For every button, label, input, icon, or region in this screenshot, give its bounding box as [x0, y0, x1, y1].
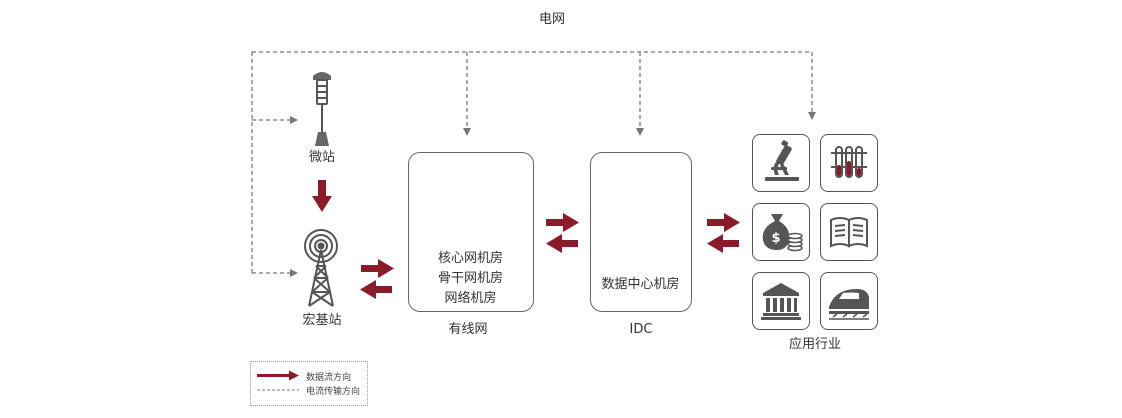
macro-station-label: 宏基站 — [302, 313, 342, 328]
idc-label: IDC — [629, 322, 653, 337]
tile-bank — [752, 272, 810, 330]
micro-station-label: 微站 — [308, 150, 336, 165]
book-icon — [830, 217, 868, 248]
data-arrow-down — [312, 180, 332, 212]
tile-microscope — [752, 134, 810, 192]
wired-network-box: 核心网机房 骨干网机房 网络机房 — [408, 152, 534, 312]
tile-money: $ — [752, 203, 810, 261]
tile-book — [820, 203, 878, 261]
wired-network-label: 有线网 — [448, 322, 488, 337]
power-grid-lines — [251, 51, 816, 277]
grid-label: 电网 — [538, 12, 566, 27]
test-tubes-icon — [831, 146, 867, 178]
room-core: 核心网机房 — [437, 251, 503, 266]
tile-train — [820, 272, 878, 330]
wired-network-rooms: 核心网机房 骨干网机房 网络机房 — [409, 249, 532, 309]
money-bag-icon: $ — [762, 214, 803, 252]
industries-label: 应用行业 — [788, 337, 842, 352]
svg-text:$: $ — [771, 231, 780, 246]
room-backbone: 骨干网机房 — [437, 271, 503, 286]
idc-inner-label: 数据中心机房 — [601, 277, 680, 292]
data-arrows-macro-wired — [360, 259, 394, 299]
microscope-icon — [765, 140, 799, 181]
bank-building-icon — [761, 283, 801, 320]
room-network: 网络机房 — [444, 291, 497, 306]
macro-station-icon — [304, 229, 338, 307]
train-icon — [829, 289, 869, 320]
idc-box: 数据中心机房 — [590, 152, 692, 312]
data-arrows-idc-industry — [707, 213, 740, 253]
tile-test-tubes — [820, 134, 878, 192]
legend-data-flow: 数据流方向 — [306, 373, 352, 383]
legend-samples — [257, 370, 299, 391]
legend: 数据流方向 电流传输方向 — [250, 361, 368, 406]
data-arrows-wired-idc — [546, 213, 579, 253]
micro-station-icon — [313, 72, 331, 146]
legend-power-flow: 电流传输方向 — [306, 387, 361, 397]
